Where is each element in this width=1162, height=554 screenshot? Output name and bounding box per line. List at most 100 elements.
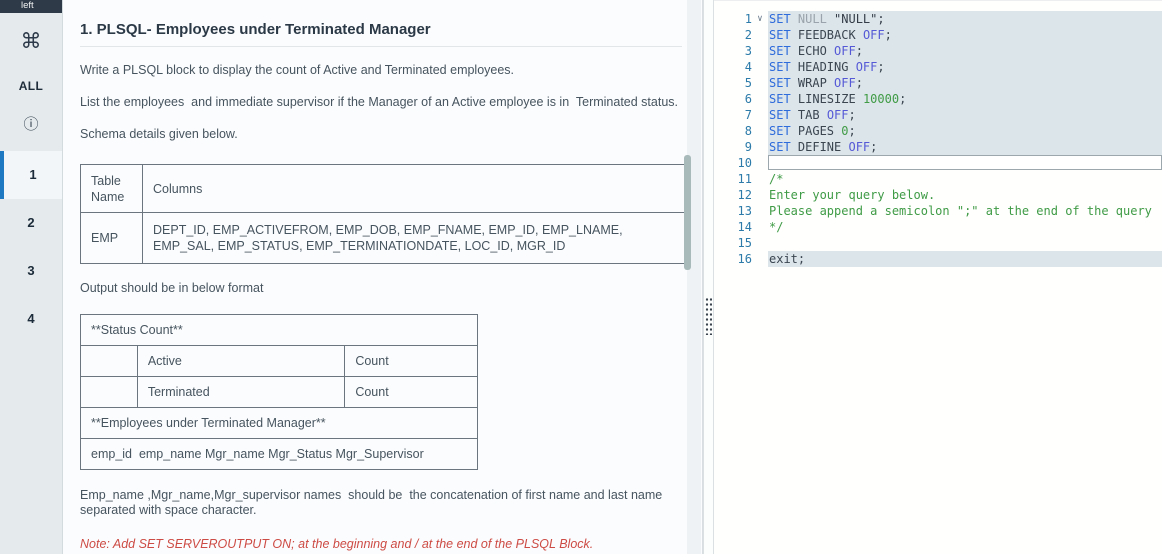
code-text[interactable]: SET NULL "NULL"; [768, 11, 1162, 27]
problem-paragraph: Write a PLSQL block to display the count… [80, 63, 515, 77]
code-text[interactable]: SET HEADING OFF; [768, 59, 1162, 75]
code-token: WRAP [797, 76, 835, 90]
editor-line[interactable]: 14 */ [714, 219, 1162, 235]
concatenation-note: Emp_name ,Mgr_name,Mgr_supervisor names … [80, 488, 666, 517]
fold-gutter-space [752, 59, 768, 75]
code-token: SET [769, 76, 798, 90]
fold-gutter-space [752, 139, 768, 155]
code-text[interactable]: /* [768, 171, 1162, 187]
table-cell [80, 345, 138, 377]
table-cell: Active [136, 345, 346, 377]
fold-gutter-space [752, 251, 768, 267]
line-number: 1 [744, 12, 752, 26]
editor-line[interactable]: 2 SET FEEDBACK OFF; [714, 27, 1162, 43]
sidebar-top-bar: left [0, 0, 62, 13]
code-token: OFF [848, 140, 871, 154]
sidebar-item-question-2[interactable]: 2 [27, 215, 35, 230]
editor-editable-line[interactable]: 10 [714, 155, 1162, 171]
editor-line[interactable]: 11/* [714, 171, 1162, 187]
line-number: 9 [744, 140, 752, 154]
problem-paragraph: Schema details given below. [80, 127, 238, 141]
table-cell: emp_id emp_name Mgr_name Mgr_Status Mgr_… [80, 438, 478, 470]
fold-gutter-space [752, 91, 768, 107]
fold-gutter-space [752, 123, 768, 139]
code-token: /* [769, 172, 784, 186]
line-number: 14 [737, 220, 752, 234]
editor-line[interactable]: 1 ∨ SET NULL "NULL"; [714, 11, 1162, 27]
code-text[interactable]: SET PAGES 0; [768, 123, 1162, 139]
fold-gutter-space [752, 171, 768, 187]
question-sidebar: left ⌘ ALL ⓘ 1 2 3 4 [0, 0, 63, 554]
panel-splitter[interactable] [703, 0, 714, 554]
line-number: 16 [737, 252, 752, 266]
splitter-grip-icon[interactable] [705, 297, 712, 335]
editor-line[interactable]: 16 exit; [714, 251, 1162, 267]
code-text[interactable]: SET TAB OFF; [768, 107, 1162, 123]
editor-line[interactable]: 3 SET ECHO OFF; [714, 43, 1162, 59]
code-text[interactable]: */ [768, 219, 1162, 235]
code-text[interactable]: SET WRAP OFF; [768, 75, 1162, 91]
code-text[interactable]: Enter your query below. [768, 187, 1162, 203]
line-number: 8 [744, 124, 752, 138]
code-token: ; [899, 92, 907, 106]
editor-line[interactable]: 5 SET WRAP OFF; [714, 75, 1162, 91]
code-token: FEEDBACK [797, 28, 863, 42]
table-cell: EMP [80, 212, 143, 264]
info-icon[interactable]: ⓘ [23, 116, 39, 133]
editor-line[interactable]: 8 SET PAGES 0; [714, 123, 1162, 139]
code-token: ; [848, 124, 856, 138]
content-scrollbar-thumb[interactable] [684, 155, 691, 270]
code-text[interactable]: SET FEEDBACK OFF; [768, 27, 1162, 43]
code-text[interactable] [768, 155, 1162, 170]
all-questions-button[interactable]: ALL [18, 79, 44, 93]
content-scrollbar-track[interactable] [684, 0, 701, 554]
code-token: SET [769, 12, 798, 26]
code-token: ; [877, 60, 885, 74]
code-token: ECHO [797, 44, 835, 58]
fold-gutter-space [752, 155, 768, 171]
command-icon[interactable]: ⌘ [20, 30, 42, 53]
line-number: 10 [737, 156, 752, 170]
sidebar-item-question-3[interactable]: 3 [27, 263, 35, 278]
sidebar-item-question-1[interactable]: 1 [0, 151, 62, 199]
code-token: SET [769, 92, 798, 106]
fold-chevron-icon[interactable]: ∨ [757, 14, 763, 24]
code-token: SET [769, 124, 798, 138]
code-text[interactable]: SET LINESIZE 10000; [768, 91, 1162, 107]
sidebar-item-question-4[interactable]: 4 [27, 311, 35, 326]
code-text[interactable] [768, 235, 1162, 251]
line-number: 2 [744, 28, 752, 42]
editor-line[interactable]: 9 SET DEFINE OFF; [714, 139, 1162, 155]
table-cell: Count [344, 345, 478, 377]
line-number: 15 [737, 236, 752, 250]
fold-gutter-space [752, 27, 768, 43]
table-cell: **Status Count** [80, 314, 478, 346]
table-cell [80, 376, 138, 408]
code-text[interactable]: exit; [768, 251, 1162, 267]
table-cell: **Employees under Terminated Manager** [80, 407, 478, 439]
line-number: 5 [744, 76, 752, 90]
fold-gutter-space [752, 107, 768, 123]
code-token: TAB [797, 108, 827, 122]
fold-gutter-space [752, 219, 768, 235]
sidebar-nav: 1 2 3 4 [0, 151, 62, 343]
code-text[interactable]: Please append a semicolon ";" at the end… [768, 203, 1162, 219]
code-text[interactable]: SET DEFINE OFF; [768, 139, 1162, 155]
code-token: ; [884, 28, 892, 42]
code-token: NULL [797, 12, 835, 26]
line-number: 3 [744, 44, 752, 58]
code-token: exit; [769, 252, 806, 266]
code-text[interactable]: SET ECHO OFF; [768, 43, 1162, 59]
editor-line[interactable]: 15 [714, 235, 1162, 251]
table-cell: DEPT_ID, EMP_ACTIVEFROM, EMP_DOB, EMP_FN… [142, 212, 690, 264]
fold-gutter-space [752, 203, 768, 219]
